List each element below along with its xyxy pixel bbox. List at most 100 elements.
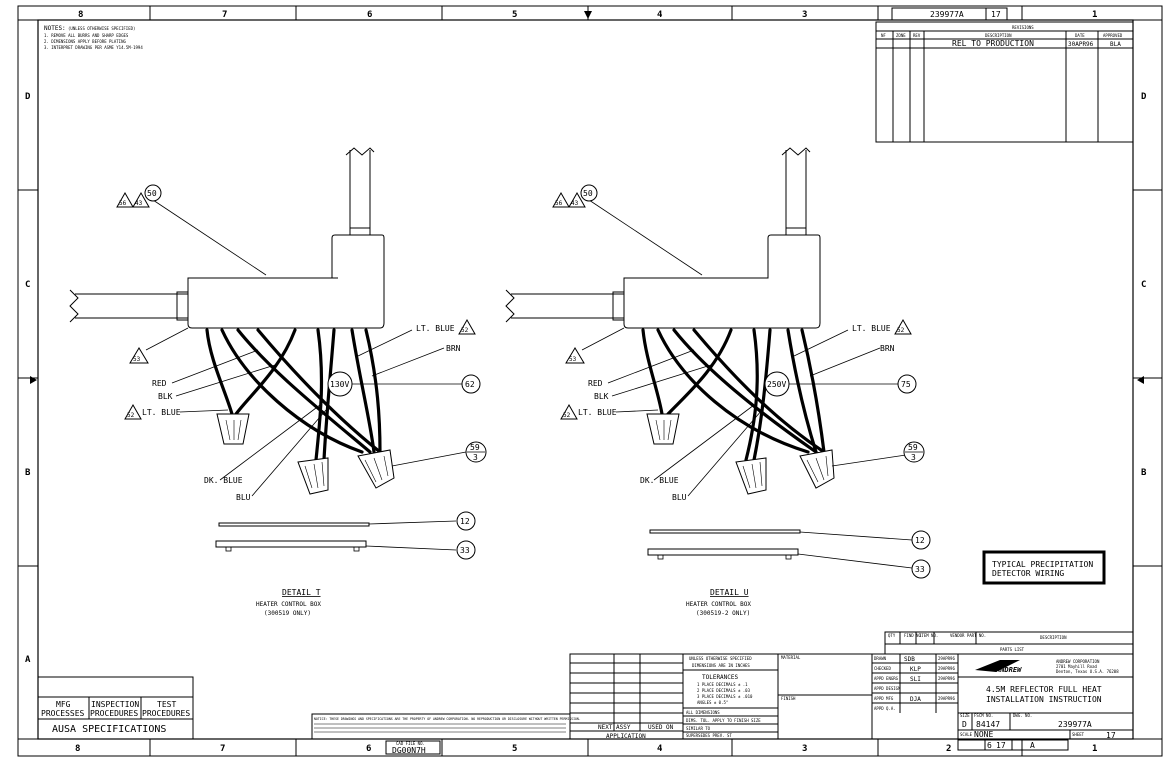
t-callout-52a: 52 — [127, 412, 135, 419]
size-label: SIZE — [960, 713, 970, 718]
detail-u-drawing — [505, 147, 913, 569]
appr-role-1: CHECKED — [874, 666, 891, 671]
typical-line-1: TYPICAL PRECIPITATION — [992, 560, 1093, 569]
tolerances-block: UNLESS OTHERWISE SPECIFIED DIMENSIONS AR… — [682, 653, 779, 740]
andrew-logo: ANDREW — [975, 660, 1022, 674]
t-voltage: 130V — [330, 380, 349, 389]
ausa-specifications: AUSA SPECIFICATIONS — [52, 724, 166, 735]
u-label-blk: BLK — [594, 392, 609, 401]
sheet-label: SHEET — [1072, 732, 1085, 737]
detail-t-sub1: HEATER CONTROL BOX — [256, 601, 321, 608]
appr-role-3: APPD DESIGN — [874, 686, 901, 691]
t-callout-43: 43 — [135, 200, 143, 207]
zone-col-4-top: 4 — [657, 10, 663, 20]
sheet-value: 17 — [1106, 731, 1116, 740]
zone-row-c-left: C — [25, 280, 30, 290]
top-drawing-number: 239977A — [930, 10, 964, 19]
t-label-brn: BRN — [446, 344, 461, 353]
spec-test: TEST — [157, 700, 176, 709]
detail-u-sub1: HEATER CONTROL BOX — [686, 601, 751, 608]
t-label-blu: BLU — [236, 493, 251, 502]
u-label-lt-blue: LT. BLUE — [578, 408, 617, 417]
rev-date: 30APR96 — [1068, 41, 1094, 48]
zone-col-6-top: 6 — [367, 10, 372, 20]
t-callout-53: 53 — [133, 356, 141, 363]
typical-line-2: DETECTOR WIRING — [992, 569, 1064, 578]
t-callout-12: 12 — [460, 517, 470, 526]
zone-col-8-bottom: 8 — [75, 744, 80, 754]
zone-col-7-bottom: 7 — [220, 744, 225, 754]
detail-u-callouts: 50 56 43 53 52 52 250V 75 59 3 12 33 — [552, 184, 931, 579]
zone-col-4-bottom: 4 — [657, 744, 663, 754]
scale-value: NONE — [974, 730, 993, 739]
detail-u-title: DETAIL U — [710, 588, 749, 597]
appr-role-5: APPD Q.A. — [874, 706, 896, 711]
appr-date-4: 29APR96 — [938, 696, 955, 701]
zone-row-a-left: A — [25, 655, 31, 665]
u-callout-50: 50 — [583, 189, 593, 198]
tol-line-2: 2 PLACE DECIMALS ± .03 — [697, 688, 751, 693]
fscm-value: 84147 — [976, 720, 1000, 729]
u-callout-75: 75 — [901, 380, 911, 389]
zone-row-b-left: B — [25, 468, 31, 478]
u-callout-43: 43 — [571, 200, 579, 207]
u-voltage: 250V — [767, 380, 786, 389]
note-3: 3. INTERPRET DRAWING PER ASME Y14.5M-199… — [44, 45, 143, 50]
note-1: 1. REMOVE ALL BURRS AND SHARP EDGES — [44, 33, 129, 38]
application-label: APPLICATION — [606, 733, 646, 740]
tol-line-3: 3 PLACE DECIMALS ± .010 — [697, 694, 753, 699]
zone-col-5-bottom: 5 — [512, 744, 517, 754]
spec-inspection: INSPECTION — [91, 700, 139, 709]
rev-approved: BLA — [1110, 41, 1121, 48]
next-assy-label: NEXT ASSY — [598, 724, 631, 731]
detail-t-sub2: (300519 ONLY) — [264, 610, 311, 617]
zone-row-d-right: D — [1141, 92, 1147, 102]
tol-row-2: DIMS. TOL. APPLY TO FINISH SIZE — [686, 718, 761, 723]
pl-header-item: ITEM NO. — [919, 633, 938, 638]
spec-mfg: MFG — [56, 700, 71, 709]
rev-header-date: DATE — [1075, 33, 1085, 38]
zone-col-2-bottom: 2 — [946, 744, 951, 754]
appr-role-0: DRAWN — [874, 656, 887, 661]
zone-row-d-left: D — [25, 92, 31, 102]
zone-col-1-top: 1 — [1092, 10, 1097, 20]
zone-col-5-top: 5 — [512, 10, 517, 20]
finish-label: FINISH — [781, 696, 796, 701]
tol-line-4: ANGLES ± 0.5° — [697, 700, 728, 705]
page-box-3: A — [1030, 741, 1035, 750]
t-callout-52b: 52 — [461, 327, 469, 334]
material-label: MATERIAL — [781, 655, 801, 660]
zone-col-3-top: 3 — [802, 10, 807, 20]
title-line-2: INSTALLATION INSTRUCTION — [986, 695, 1102, 704]
u-callout-12: 12 — [915, 536, 925, 545]
disclaimer-text: NOTICE: THESE DRAWINGS AND SPECIFICATION… — [314, 717, 581, 721]
rev-header-rev: REV — [913, 33, 921, 38]
u-callout-56: 56 — [555, 200, 563, 207]
u-callout-33: 33 — [915, 565, 925, 574]
pl-header-vendor: VENDOR PART NO. — [950, 633, 986, 638]
zone-col-6-bottom: 6 — [366, 744, 371, 754]
appr-name-0: SDB — [904, 656, 915, 663]
cad-file-label: CAD FILE NO. — [396, 741, 425, 746]
u-callout-52a: 52 — [563, 412, 571, 419]
t-callout-50: 50 — [147, 189, 157, 198]
notes-title: NOTES: — [44, 25, 66, 32]
u-label-dk-blue: DK. BLUE — [640, 476, 679, 485]
company-addr-2: Denton, Texas U.S.A. 76208 — [1056, 669, 1119, 674]
parts-list-title: PARTS LIST — [1000, 647, 1025, 652]
u-callout-53: 53 — [569, 356, 577, 363]
tol-header-1: UNLESS OTHERWISE SPECIFIED — [689, 656, 752, 661]
t-label-lt-blue-2: LT. BLUE — [416, 324, 455, 333]
company-addr-1: 2701 Mayhill Road — [1056, 664, 1098, 669]
pl-header-description: DESCRIPTION — [1040, 635, 1067, 640]
spec-mfg-2: PROCESSES — [41, 709, 85, 718]
rev-header-nf: NF — [881, 33, 886, 38]
tol-row-1: ALL DIMENSIONS — [686, 710, 720, 715]
revisions-title: REVISIONS — [1012, 25, 1034, 30]
zone-col-3-bottom: 3 — [802, 744, 807, 754]
title-line-1: 4.5M REFLECTOR FULL HEAT — [986, 685, 1102, 694]
used-on-label: USED ON — [648, 724, 674, 731]
spec-inspection-2: PROCEDURES — [90, 709, 138, 718]
rev-description: REL TO PRODUCTION — [952, 39, 1034, 48]
tol-row-3: SIMILAR TO — [686, 726, 711, 731]
